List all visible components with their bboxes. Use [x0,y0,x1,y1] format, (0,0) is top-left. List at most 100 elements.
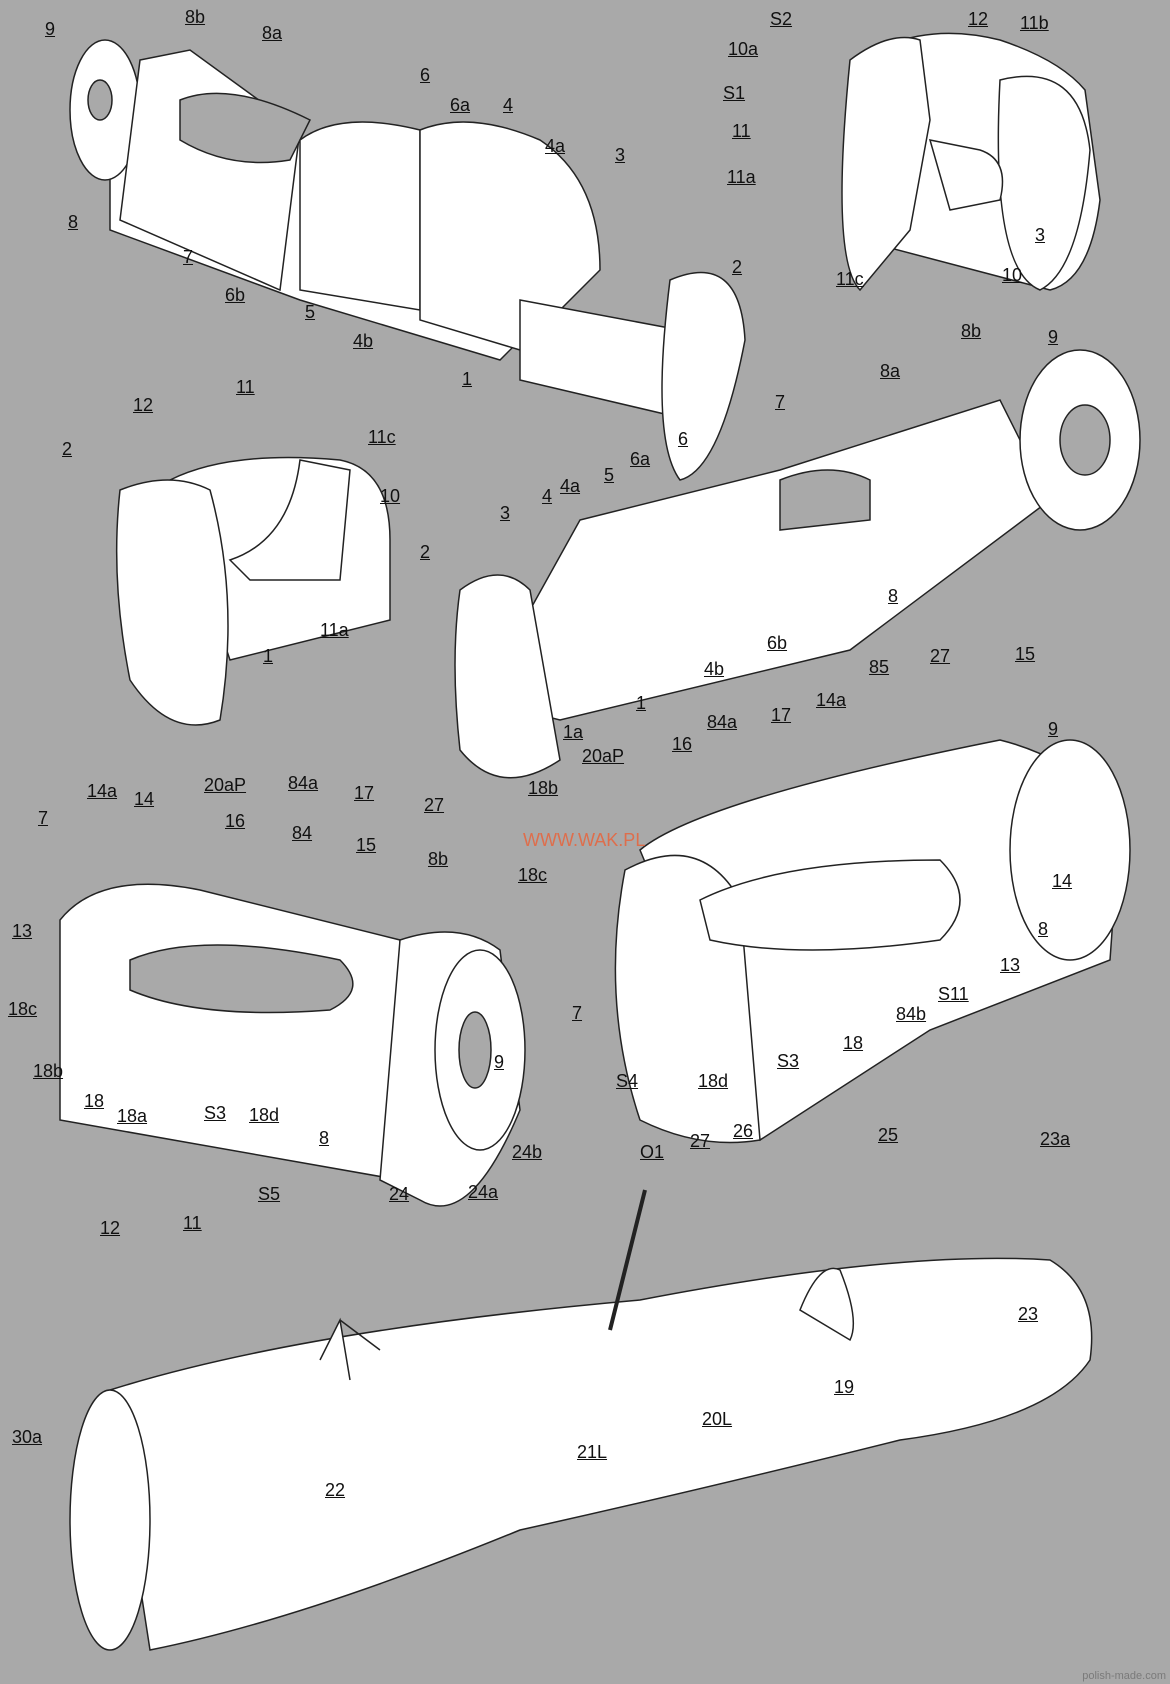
part-label: 8 [68,212,79,232]
part-label: 9 [45,19,56,39]
part-label: 14a [816,690,847,710]
part-label: S3 [777,1051,800,1071]
part-label: 6 [420,65,431,85]
part-label: 12 [133,395,154,415]
part-label: 11b [1020,13,1049,33]
part-label: 85 [869,657,890,677]
part-label: 8b [961,321,982,341]
part-label: 9 [494,1052,505,1072]
part-label: 12 [968,9,989,29]
part-label: 16 [225,811,246,831]
part-label: 1 [263,646,274,666]
part-label: 8b [428,849,449,869]
part-label: 6a [450,95,471,115]
part-label: 3 [615,145,626,165]
part-label: 2 [732,257,743,277]
part-label: 3 [1035,225,1046,245]
part-label: 15 [1015,644,1036,664]
part-label: 84a [288,773,319,793]
cockpit-frame-top-right [841,32,1101,292]
part-label: 6a [630,449,651,469]
part-label: S5 [258,1184,281,1204]
part-label: 17 [354,783,375,803]
part-label: 4a [545,136,566,156]
part-label: 11c [836,269,864,289]
part-label: 16 [672,734,693,754]
part-label: 8b [185,7,206,27]
fuselage-frame-center [454,349,1141,779]
part-label: 11 [732,121,751,141]
part-label: 13 [1000,955,1021,975]
part-label: 10 [1002,265,1023,285]
part-label: S11 [938,984,969,1004]
part-label: 84b [896,1004,927,1024]
part-label: 24a [468,1182,499,1202]
part-label: S2 [770,9,793,29]
part-label: 6 [678,429,689,449]
part-label: 25 [878,1125,899,1145]
part-label: 8 [888,586,899,606]
fuselage-frame-top-left [69,39,746,481]
part-label: 19 [834,1377,855,1397]
part-label: 26 [733,1121,754,1141]
part-label: 8a [262,23,283,43]
part-label: 84a [707,712,738,732]
part-label: 18c [8,999,38,1019]
part-label: 7 [183,247,194,267]
part-label: 18d [698,1071,729,1091]
part-label: 4a [560,476,581,496]
part-label: 15 [356,835,377,855]
part-label: 11a [320,620,349,640]
complete-fuselage-bottom [69,1189,1093,1651]
part-label: 4b [704,659,725,679]
part-label: 27 [690,1131,711,1151]
part-label: 18d [249,1105,280,1125]
part-label: 13 [12,921,33,941]
part-label: S4 [616,1071,639,1091]
part-label: 27 [424,795,445,815]
part-label: 30a [12,1427,43,1447]
part-label: 18b [528,778,559,798]
part-label: 18c [518,865,548,885]
part-label: 18a [117,1106,148,1126]
part-label: 7 [775,392,786,412]
part-label: 22 [325,1480,346,1500]
part-label: 5 [305,302,316,322]
part-label: 8a [880,361,901,381]
part-label: S3 [204,1103,227,1123]
part-label: 20L [702,1409,733,1429]
part-label: 8 [319,1128,330,1148]
cockpit-frame-left [115,456,391,726]
part-label: 8 [1038,919,1049,939]
part-label: 9 [1048,719,1059,739]
part-label: 14 [134,789,155,809]
part-label: S1 [723,83,746,103]
part-label: 18b [33,1061,64,1081]
cockpit-section-left [59,883,526,1207]
part-label: 18 [843,1033,864,1053]
part-label: 21L [577,1442,608,1462]
cockpit-section-right [614,739,1131,1144]
part-label: O1 [640,1142,665,1162]
part-label: 24b [512,1142,543,1162]
part-label: 1 [636,693,647,713]
part-label: 2 [62,439,73,459]
part-label: 10a [728,39,759,59]
part-label: 2 [420,542,431,562]
part-label: 18 [84,1091,105,1111]
part-label: 11c [368,427,396,447]
part-label: 7 [38,808,49,828]
part-label: 1a [563,722,584,742]
part-label: 4b [353,331,374,351]
part-label: 11 [183,1213,202,1233]
part-label: 20aP [204,775,247,795]
part-label: 23a [1040,1129,1071,1149]
watermark: WWW.WAK.PL [523,830,646,850]
part-label: 23 [1018,1304,1039,1324]
part-label: 6b [767,633,788,653]
part-label: 4 [542,486,553,506]
part-label: 3 [500,503,511,523]
part-label: 11a [727,167,756,187]
credit-text: polish-made.com [1082,1670,1166,1682]
